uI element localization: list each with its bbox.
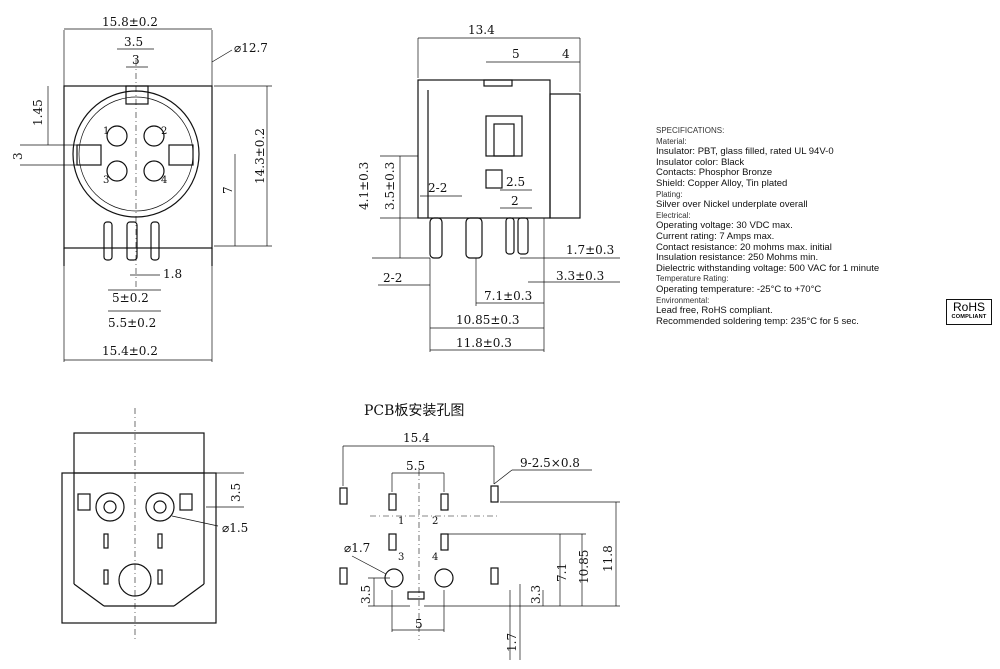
- spec-contact-resistance: Contact resistance: 20 mohms max. initia…: [656, 241, 832, 253]
- spec-plating-heading: Plating:: [656, 189, 683, 199]
- side-dim-17: 1.7±0.3: [566, 243, 614, 257]
- side-dim-2: 2: [511, 194, 519, 208]
- spec-lead-free: Lead free, RoHS compliant.: [656, 305, 773, 317]
- specifications-block: SPECIFICATIONS: Material: Insulator: PBT…: [656, 126, 946, 327]
- front-pin-2: 2: [161, 126, 167, 137]
- pcb-slots: 9-2.5×0.8: [520, 456, 580, 470]
- spec-electrical-heading: Electrical:: [656, 210, 691, 220]
- rear-dim-35: 3.5: [229, 483, 243, 502]
- side-dim-4: 4: [562, 47, 570, 61]
- front-height-3: 3: [11, 152, 25, 160]
- side-height-41: 4.1±0.3: [357, 162, 371, 210]
- spec-soldering: Recommended soldering temp: 235°C for 5 …: [656, 315, 859, 327]
- front-pin-3: 3: [103, 175, 109, 186]
- pcb-layout: [339, 445, 620, 660]
- spec-plating: Silver over Nickel underplate overall: [656, 199, 808, 211]
- side-dim-25: 2.5: [506, 175, 525, 189]
- front-spacing-5: 5±0.2: [112, 291, 149, 305]
- side-dim-118: 11.8±0.3: [456, 336, 512, 350]
- side-dim-33: 3.3±0.3: [556, 269, 604, 283]
- pcb-pin-4: 4: [432, 552, 438, 563]
- side-dim-5: 5: [512, 47, 520, 61]
- spec-dielectric: Dielectric withstanding voltage: 500 VAC…: [656, 262, 880, 274]
- front-overall-height: 14.3±0.2: [253, 128, 267, 184]
- pcb-pin-3: 3: [398, 552, 404, 563]
- front-offset-145: 1.45: [31, 99, 45, 126]
- rear-view: [61, 408, 244, 640]
- pcb-hole-17: ⌀1.7: [344, 541, 370, 555]
- spec-insulator: Insulator: PBT, glass filled, rated UL 9…: [656, 146, 834, 158]
- pcb-dim-118: 11.8: [601, 545, 615, 572]
- front-pin-1: 1: [103, 126, 109, 137]
- spec-operating-temp: Operating temperature: -25°C to +70°C: [656, 283, 822, 295]
- front-spacing-55: 5.5±0.2: [108, 316, 156, 330]
- front-gap-18: 1.8: [163, 267, 182, 281]
- pcb-dim-5: 5: [415, 617, 423, 631]
- front-height-7: 7: [221, 186, 235, 194]
- side-section-top: 2-2: [428, 181, 447, 195]
- spec-shield: Shield: Copper Alloy, Tin plated: [656, 177, 788, 189]
- front-pin-4: 4: [161, 175, 167, 186]
- front-width-bottom: 15.4±0.2: [102, 344, 158, 358]
- side-length-134: 13.4: [468, 23, 495, 37]
- front-hole-diameter: ⌀12.7: [234, 41, 268, 55]
- spec-voltage: Operating voltage: 30 VDC max.: [656, 220, 793, 232]
- spec-contacts: Contacts: Phosphor Bronze: [656, 167, 773, 179]
- side-height-35: 3.5±0.3: [383, 162, 397, 210]
- spec-insulation-resistance: Insulation resistance: 250 Mohms min.: [656, 252, 819, 264]
- front-width-top: 15.8±0.2: [102, 15, 158, 29]
- rohs-text: RoHS: [952, 300, 985, 314]
- front-view: [20, 28, 272, 362]
- pcb-dim-35: 3.5: [359, 585, 373, 604]
- pcb-pin-1: 1: [398, 516, 404, 527]
- front-pitch-35: 3.5: [124, 35, 143, 49]
- spec-insulator-color: Insulator color: Black: [656, 156, 745, 168]
- pcb-pin-2: 2: [432, 516, 438, 527]
- side-view: [372, 37, 620, 352]
- pcb-dim-55: 5.5: [406, 459, 425, 473]
- rohs-logo: RoHS COMPLIANT: [946, 299, 992, 325]
- rear-hole-15: ⌀1.5: [222, 521, 248, 535]
- spec-environmental-heading: Environmental:: [656, 295, 710, 305]
- spec-temperature-heading: Temperature Rating:: [656, 274, 729, 284]
- side-section-bottom: 2-2: [383, 271, 402, 285]
- spec-current: Current rating: 7 Amps max.: [656, 230, 775, 242]
- rohs-compliant-text: COMPLIANT: [951, 314, 987, 320]
- pcb-dim-33: 3.3: [529, 585, 543, 604]
- pcb-layout-title: PCB板安装孔图: [364, 403, 465, 419]
- front-spacing-3: 3: [132, 53, 140, 67]
- pcb-dim-71: 7.1: [555, 563, 569, 582]
- spec-material-heading: Material:: [656, 136, 687, 146]
- pcb-width-154: 15.4: [403, 431, 430, 445]
- spec-heading: SPECIFICATIONS:: [656, 126, 725, 135]
- side-dim-1085: 10.85±0.3: [456, 313, 520, 327]
- pcb-dim-17: 1.7: [505, 633, 519, 652]
- pcb-dim-1085: 10.85: [577, 550, 591, 584]
- side-dim-71: 7.1±0.3: [484, 289, 532, 303]
